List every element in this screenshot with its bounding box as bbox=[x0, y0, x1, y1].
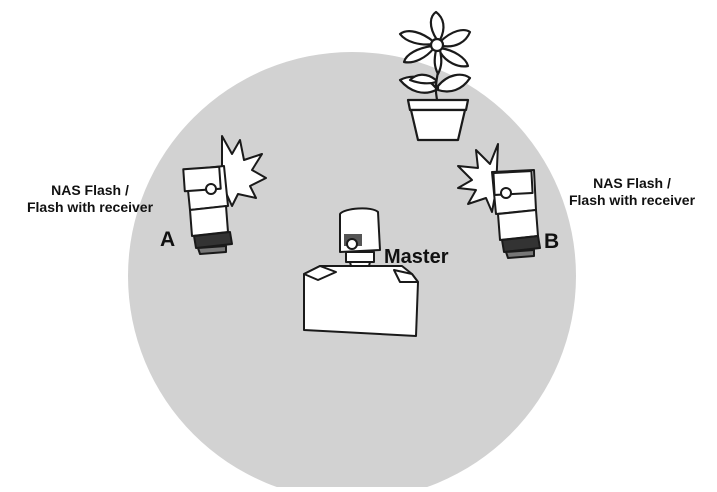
flash-unit-a-icon bbox=[182, 135, 267, 255]
camera-with-master-flash-icon bbox=[303, 207, 419, 337]
left-flash-label-line1: NAS Flash / bbox=[51, 182, 129, 198]
left-flash-label: NAS Flash / Flash with receiver bbox=[6, 182, 174, 216]
master-label: Master bbox=[384, 246, 449, 268]
light-burst-icon bbox=[221, 135, 267, 207]
flower-pot-icon bbox=[398, 10, 472, 142]
right-flash-label: NAS Flash / Flash with receiver bbox=[548, 175, 716, 209]
right-flash-label-line2: Flash with receiver bbox=[568, 192, 696, 208]
flash-b-letter: B bbox=[544, 230, 560, 253]
flash-unit-b-icon bbox=[457, 143, 541, 259]
left-flash-label-line2: Flash with receiver bbox=[26, 199, 154, 215]
light-burst-icon bbox=[457, 143, 499, 213]
flash-a-letter: A bbox=[160, 228, 176, 251]
right-flash-label-line1: NAS Flash / bbox=[593, 175, 671, 191]
